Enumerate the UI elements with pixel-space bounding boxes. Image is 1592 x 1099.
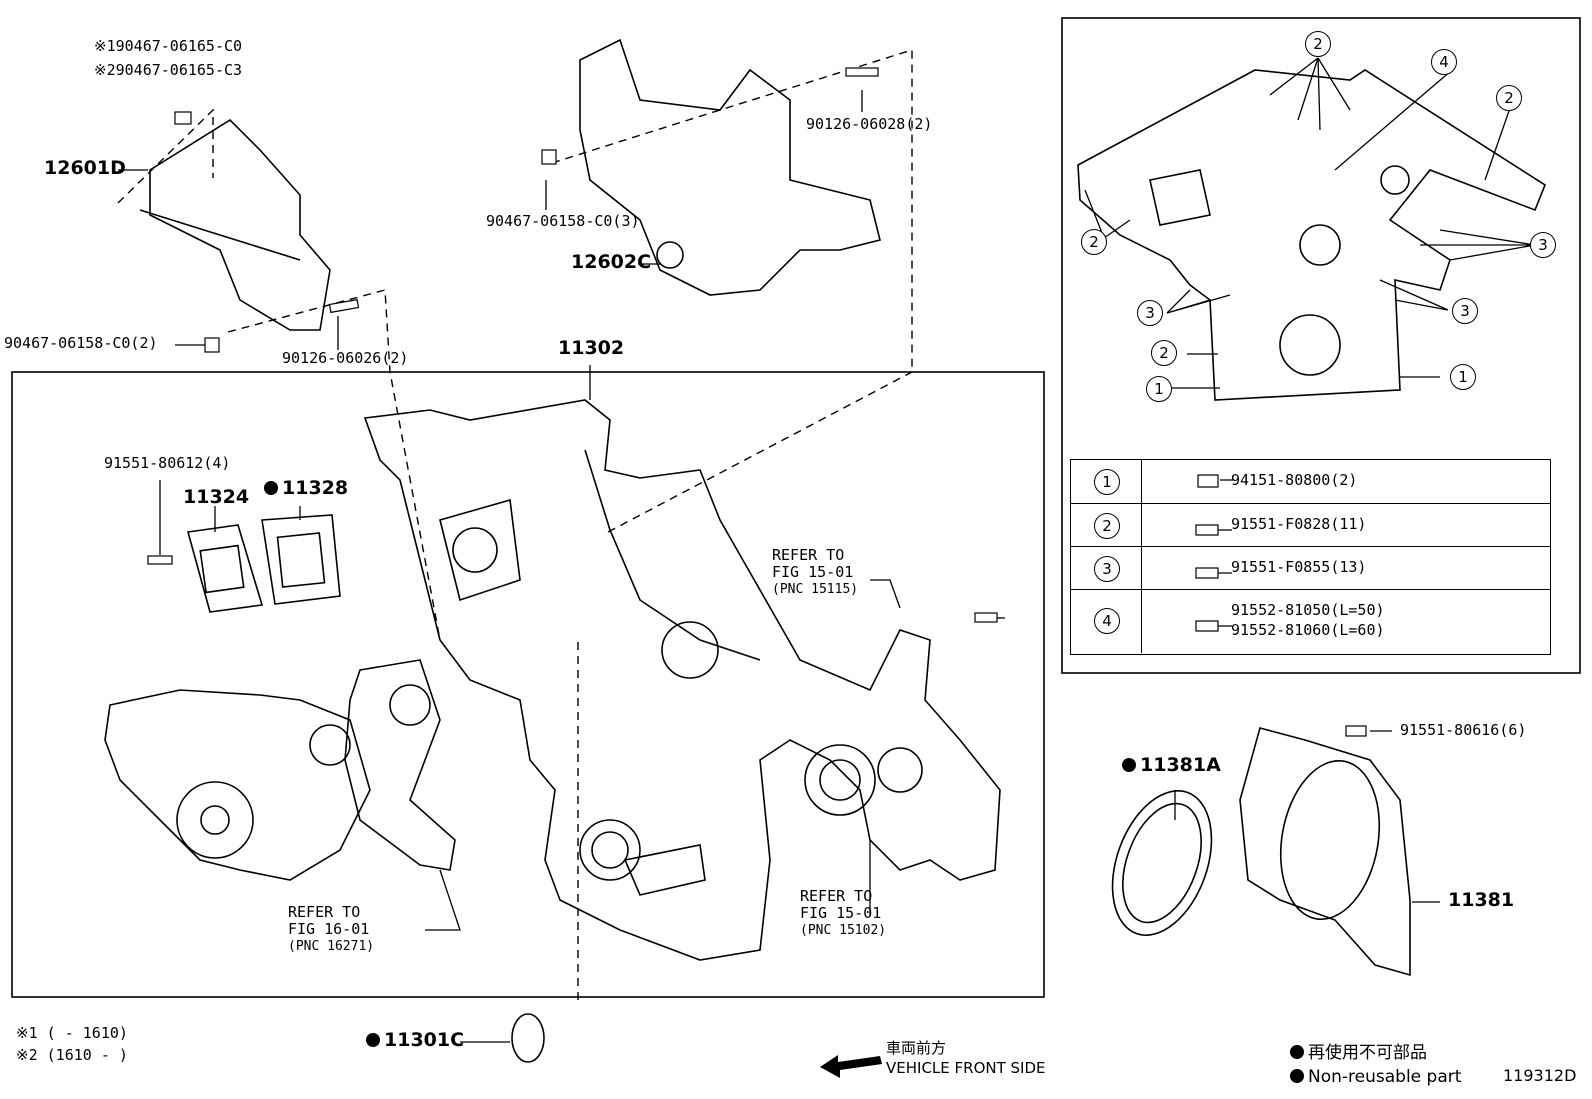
bolt-part-number: 91551-F0828(11) bbox=[1231, 515, 1367, 533]
part-91551-80612[interactable]: 91551-80612(4) bbox=[104, 454, 231, 472]
note-bolt-2: ※290467-06165-C3 bbox=[94, 61, 243, 79]
cover-12602C bbox=[579, 38, 881, 296]
non-reusable-dot bbox=[1122, 758, 1136, 772]
front-side-jp: 車両前方 bbox=[886, 1039, 947, 1057]
bolt-row-2[interactable]: 2 91551-F0828(11) bbox=[1071, 503, 1550, 547]
refer-line: REFER TO bbox=[288, 903, 361, 921]
part-11381[interactable]: 11381 bbox=[1448, 889, 1515, 911]
refer-pnc: (PNC 16271) bbox=[288, 939, 375, 954]
legend-dot bbox=[1290, 1069, 1304, 1083]
table-callout: 4 bbox=[1094, 608, 1120, 634]
part-90126-06028[interactable]: 90126-06028(2) bbox=[806, 115, 933, 133]
bolt-table: 1 94151-80800(2) 2 91551-F0828(11) 3 915… bbox=[1070, 459, 1551, 655]
callout-1: 1 bbox=[1450, 364, 1476, 390]
bolt-row-1[interactable]: 1 94151-80800(2) bbox=[1071, 460, 1550, 503]
callout-3: 3 bbox=[1137, 300, 1163, 326]
footnote-1: ※1 ( - 1610) bbox=[16, 1024, 128, 1042]
gasket-shape bbox=[344, 659, 456, 871]
bolt-part-number: 94151-80800(2) bbox=[1231, 471, 1358, 489]
bracket-12601D bbox=[149, 118, 331, 331]
part-90126-06026[interactable]: 90126-06026(2) bbox=[282, 349, 409, 367]
front-side-en: VEHICLE FRONT SIDE bbox=[886, 1059, 1046, 1077]
refer-line: REFER TO bbox=[772, 546, 845, 564]
bolt-row-3[interactable]: 3 91551-F0855(13) bbox=[1071, 546, 1550, 590]
inset-engine bbox=[1077, 69, 1546, 401]
bolt-part-number: 91552-81050(L=50) 91552-81060(L=60) bbox=[1231, 601, 1385, 639]
part-11301C[interactable]: 11301C bbox=[366, 1029, 465, 1051]
part-91551-80616[interactable]: 91551-80616(6) bbox=[1400, 721, 1527, 739]
part-11324[interactable]: 11324 bbox=[183, 486, 250, 508]
frame-inset bbox=[1061, 17, 1581, 674]
refer-fig: FIG 15-01 bbox=[800, 904, 882, 922]
part-11302[interactable]: 11302 bbox=[558, 337, 625, 359]
part-12601D[interactable]: 12601D bbox=[44, 157, 126, 179]
footnote-2: ※2 (1610 - ) bbox=[16, 1046, 128, 1064]
refer-15-01-pnc-15115[interactable]: REFER TO FIG 15-01 (PNC 15115) bbox=[772, 547, 858, 598]
callout-1: 1 bbox=[1146, 376, 1172, 402]
part-11381A[interactable]: 11381A bbox=[1122, 754, 1221, 776]
part-90467-06158-2[interactable]: 90467-06158-C0(2) bbox=[4, 334, 158, 352]
timing-cover-shape bbox=[363, 399, 1001, 961]
callout-3: 3 bbox=[1452, 298, 1478, 324]
water-pump-shape bbox=[104, 689, 371, 881]
table-callout: 2 bbox=[1094, 513, 1120, 539]
refer-16-01-pnc-16271[interactable]: REFER TO FIG 16-01 (PNC 16271) bbox=[288, 904, 374, 955]
note-bolt-1: ※190467-06165-C0 bbox=[94, 37, 243, 55]
bolt-row-4[interactable]: 4 91552-81050(L=50) 91552-81060(L=60) bbox=[1071, 589, 1550, 653]
frame-11302 bbox=[11, 371, 1045, 998]
non-reusable-dot bbox=[264, 481, 278, 495]
legend-en: Non-reusable part bbox=[1290, 1069, 1461, 1086]
part-11328-label: 11328 bbox=[282, 477, 349, 499]
part-11301C-label: 11301C bbox=[384, 1029, 465, 1051]
refer-line: REFER TO bbox=[800, 887, 873, 905]
figure-id: 119312D bbox=[1503, 1066, 1577, 1085]
callout-2: 2 bbox=[1496, 85, 1522, 111]
retainer-11381 bbox=[1239, 727, 1411, 977]
refer-15-01-pnc-15102[interactable]: REFER TO FIG 15-01 (PNC 15102) bbox=[800, 888, 886, 939]
non-reusable-dot bbox=[366, 1033, 380, 1047]
legend-dot bbox=[1290, 1045, 1304, 1059]
bolt-part-number: 91551-F0855(13) bbox=[1231, 558, 1367, 576]
callout-3: 3 bbox=[1530, 232, 1556, 258]
refer-fig: FIG 15-01 bbox=[772, 563, 854, 581]
table-callout: 1 bbox=[1094, 469, 1120, 495]
callout-4: 4 bbox=[1431, 49, 1457, 75]
callout-2: 2 bbox=[1081, 229, 1107, 255]
legend-jp: 再使用不可部品 bbox=[1290, 1045, 1427, 1062]
part-11381A-label: 11381A bbox=[1140, 754, 1221, 776]
refer-pnc: (PNC 15102) bbox=[800, 923, 887, 938]
callout-2: 2 bbox=[1151, 340, 1177, 366]
front-arrow bbox=[820, 1055, 882, 1078]
part-11328[interactable]: 11328 bbox=[264, 477, 349, 499]
refer-pnc: (PNC 15115) bbox=[772, 582, 859, 597]
part-90467-06158-3[interactable]: 90467-06158-C0(3) bbox=[486, 212, 640, 230]
refer-fig: FIG 16-01 bbox=[288, 920, 370, 938]
callout-2: 2 bbox=[1305, 31, 1331, 57]
part-12602C[interactable]: 12602C bbox=[571, 251, 652, 273]
table-callout: 3 bbox=[1094, 556, 1120, 582]
